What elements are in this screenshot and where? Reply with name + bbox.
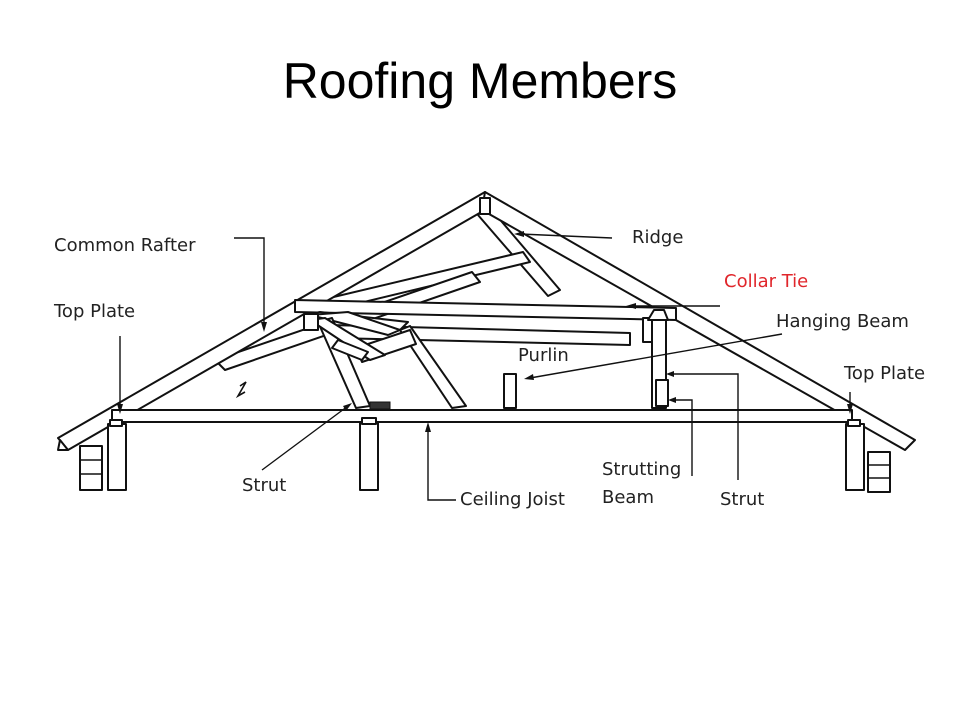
purlin — [329, 324, 631, 409]
label-top-plate-right: Top Plate — [844, 363, 926, 384]
vertical-strut-right — [647, 309, 669, 409]
collar-tie — [294, 299, 677, 321]
ridge-board — [479, 197, 491, 215]
post-middle-1 — [359, 417, 379, 491]
label-hanging-beam: Hanging Beam — [776, 311, 909, 332]
label-strutting-beam-line1: Strutting — [602, 459, 682, 480]
leader-lines — [117, 231, 853, 501]
label-top-plate-left: Top Plate — [54, 301, 136, 322]
ceiling-joist — [111, 409, 853, 423]
label-strut-left: Strut — [242, 475, 287, 496]
label-strutting-beam-line2: Beam — [602, 487, 654, 508]
label-collar-tie: Collar Tie — [724, 271, 809, 292]
top-plate-right — [845, 419, 891, 493]
label-purlin: Purlin — [518, 345, 569, 366]
top-plate-left — [79, 419, 127, 491]
nail-mark — [235, 381, 247, 399]
page-title: Roofing Members — [282, 53, 678, 109]
strutting-struts — [303, 311, 467, 410]
label-common-rafter: Common Rafter — [54, 235, 196, 256]
label-strut-right: Strut — [720, 489, 765, 510]
label-ridge: Ridge — [632, 227, 684, 248]
label-ceiling-joist: Ceiling Joist — [460, 489, 565, 510]
